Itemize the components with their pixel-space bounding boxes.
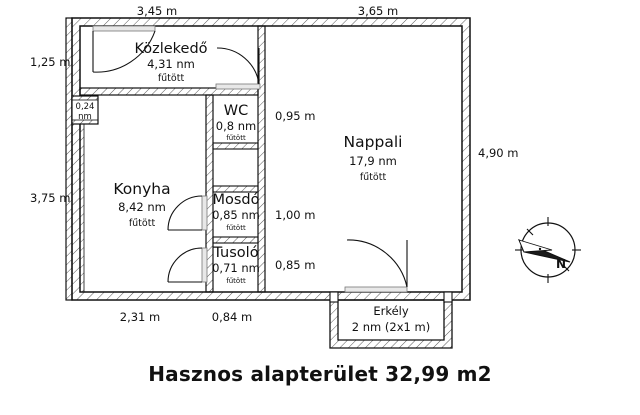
door-arc-wc [216,47,260,85]
dimension-inner-mosdo: 1,00 m [275,208,315,222]
wall-corridor-bottom [79,87,259,96]
room-label-mosdo: Mosdó 0,85 nm fűtött [212,192,260,232]
dimension-inner-tusolo: 0,85 m [275,258,315,272]
room-area-erkely: 2 nm (2x1 m) [352,320,430,334]
compass-rose-icon: N [515,217,581,283]
door-sill-balcony [344,286,408,293]
dimension-left-upper: 1,25 m [30,55,70,69]
closet-box [71,95,99,125]
door-sill-wc [215,83,261,90]
door-sill-mosdo [201,195,208,231]
doors [92,25,408,293]
room-heating-mosdo: fűtött [226,223,246,232]
room-area-tusolo: 0,71 nm [212,261,260,275]
dimension-inner-wc: 0,95 m [275,109,315,123]
closet-area-unit: nm [78,112,92,122]
room-area-kozlekedo: 4,31 nm [147,57,195,71]
exterior-walls [65,17,471,301]
balcony-structure [329,291,453,349]
closet-area-value: 0,24 [76,102,95,112]
dimension-left-lower: 3,75 m [30,191,70,205]
left-outer-wall-strip [65,17,73,301]
wall-nappali-divider [257,25,266,293]
room-label-konyha: Konyha 8,42 nm fűtött [113,180,170,229]
door-sill-tusolo [201,247,208,283]
room-area-konyha: 8,42 nm [118,200,166,214]
room-area-wc: 0,8 nm [216,119,256,133]
compass-needle-light [518,239,553,253]
closet-top-wall [71,95,99,101]
dimension-labels: 3,45 m 3,65 m 1,25 m 3,75 m 4,90 m 2,31 … [30,4,518,324]
balcony-post-right [443,291,453,303]
room-heating-nappali: fűtött [360,172,387,183]
compass-tick-se [562,264,570,272]
closet-bottom-wall [71,119,99,125]
balcony-post-left [329,291,339,303]
door-arc-tusolo [167,247,203,283]
balcony-wall-band [329,299,453,349]
door-arc-entrance [92,30,156,73]
dimension-top-right: 3,65 m [358,4,398,18]
room-area-nappali: 17,9 nm [349,154,397,168]
compass-tick-nw [526,228,534,236]
door-arc-balcony [346,239,408,288]
room-heating-kozlekedo: fűtött [158,73,185,84]
interior-walls [71,25,266,293]
room-name-tusolo: Tusoló [212,245,258,261]
wall-konyha-wet-divider [205,94,214,293]
dimension-top-left: 3,45 m [137,4,177,18]
compass-center-dot [538,247,542,251]
room-name-konyha: Konyha [113,180,170,198]
door-sill-entrance [92,25,156,32]
room-area-mosdo: 0,85 nm [212,208,260,222]
compass-north-letter: N [556,257,566,271]
wall-wc-bottom [212,142,259,150]
page-title: Hasznos alapterület 32,99 m2 [148,362,492,386]
room-name-erkely: Erkély [373,304,409,318]
room-name-mosdo: Mosdó [212,192,259,208]
dimension-bottom-left: 2,31 m [120,310,160,324]
room-label-wc: WC 0,8 nm fűtött [216,103,256,142]
room-name-wc: WC [224,103,248,119]
wall-mosdo-bottom [212,236,259,244]
closet-side-wall [79,123,85,293]
dimension-right: 4,90 m [478,146,518,160]
outer-wall-band [71,17,471,301]
room-heating-tusolo: fűtött [226,276,246,285]
room-label-closet: 0,24 nm [76,102,95,122]
room-label-nappali: Nappali 17,9 nm fűtött [344,133,403,183]
room-label-kozlekedo: Közlekedő 4,31 nm fűtött [134,41,207,84]
room-heating-wc: fűtött [226,133,246,142]
dimension-bottom-mid: 0,84 m [212,310,252,324]
room-label-erkely: Erkély 2 nm (2x1 m) [352,304,430,334]
wall-buffer-bottom [212,185,259,193]
door-arc-mosdo [167,195,203,231]
room-name-kozlekedo: Közlekedő [134,41,207,57]
room-heating-konyha: fűtött [129,218,156,229]
room-name-nappali: Nappali [344,133,403,151]
room-label-tusolo: Tusoló 0,71 nm fűtött [212,245,260,285]
